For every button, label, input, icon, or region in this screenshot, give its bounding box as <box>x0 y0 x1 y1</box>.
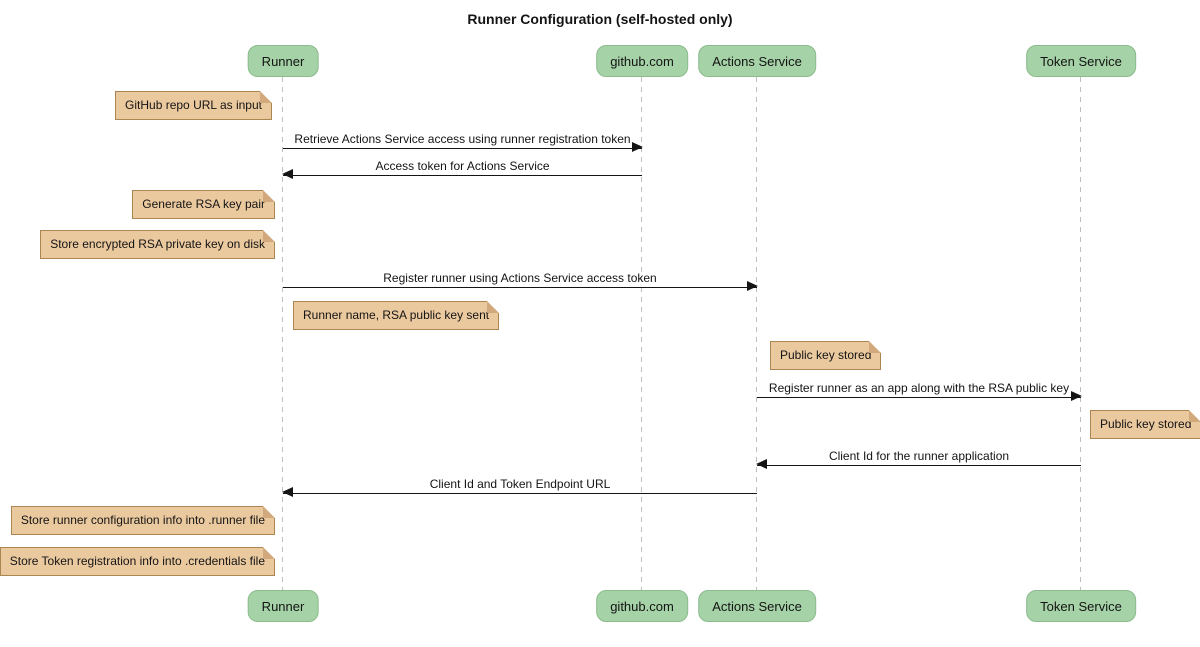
note-fold-corner <box>263 190 275 202</box>
participant-runner-bottom: Runner <box>247 590 319 622</box>
note-fold-corner <box>263 230 275 242</box>
note-fold-corner <box>487 301 500 313</box>
note-runner-name-sent: Runner name, RSA public key sent <box>293 301 500 330</box>
arrowhead-left-icon <box>756 459 767 469</box>
participant-runner-top: Runner <box>247 45 319 77</box>
arrowhead-right-icon <box>1071 391 1082 401</box>
message-register-runner: Register runner using Actions Service ac… <box>283 271 758 291</box>
message-label: Register runner using Actions Service ac… <box>383 271 657 285</box>
diagram-title: Runner Configuration (self-hosted only) <box>467 11 733 27</box>
participant-actions-service-bottom: Actions Service <box>698 590 816 622</box>
message-label: Access token for Actions Service <box>375 159 550 173</box>
arrowhead-right-icon <box>747 281 758 291</box>
note-github-repo-url: GitHub repo URL as input <box>115 91 272 120</box>
note-store-runner-file: Store runner configuration info into .ru… <box>10 506 275 535</box>
message-client-id: Client Id for the runner application <box>756 449 1081 469</box>
message-label: Client Id for the runner application <box>828 449 1010 463</box>
message-register-app: Register runner as an app along with the… <box>757 381 1082 401</box>
note-text: Store runner configuration info into .ru… <box>20 513 265 527</box>
note-text: Store encrypted RSA private key on disk <box>50 237 265 251</box>
note-store-credentials-file: Store Token registration info into .cred… <box>0 547 275 576</box>
lifeline-token-service <box>1080 77 1081 590</box>
participant-actions-service-top: Actions Service <box>698 45 816 77</box>
note-store-private-key: Store encrypted RSA private key on disk <box>40 230 275 259</box>
note-generate-rsa-key-pair: Generate RSA key pair <box>132 190 275 219</box>
message-line <box>757 397 1081 398</box>
note-fold-corner <box>869 341 882 353</box>
note-public-key-stored-actions: Public key stored <box>770 341 882 370</box>
note-text: Generate RSA key pair <box>142 197 265 211</box>
message-retrieve-actions-access: Retrieve Actions Service access using ru… <box>283 132 643 152</box>
participant-github-top: github.com <box>596 45 688 77</box>
participant-token-service-top: Token Service <box>1026 45 1136 77</box>
message-line <box>283 148 642 149</box>
note-public-key-stored-token: Public key stored <box>1090 410 1200 439</box>
message-client-id-endpoint: Client Id and Token Endpoint URL <box>282 477 757 497</box>
message-line <box>283 493 757 494</box>
note-text: Public key stored <box>780 348 872 362</box>
lifeline-actions-service <box>756 77 757 590</box>
message-line <box>283 287 757 288</box>
note-text: Runner name, RSA public key sent <box>303 308 490 322</box>
note-text: GitHub repo URL as input <box>125 98 262 112</box>
note-fold-corner <box>263 506 275 518</box>
note-fold-corner <box>260 91 272 103</box>
lifeline-github <box>641 77 642 590</box>
note-text: Store Token registration info into .cred… <box>9 554 265 568</box>
message-line <box>757 465 1081 466</box>
lifeline-runner <box>282 77 283 590</box>
message-label: Retrieve Actions Service access using ru… <box>294 132 631 146</box>
participant-token-service-bottom: Token Service <box>1026 590 1136 622</box>
message-line <box>283 175 642 176</box>
arrowhead-right-icon <box>632 142 643 152</box>
note-fold-corner <box>263 547 275 559</box>
arrowhead-left-icon <box>282 487 293 497</box>
participant-github-bottom: github.com <box>596 590 688 622</box>
note-text: Public key stored <box>1100 417 1192 431</box>
note-fold-corner <box>1189 410 1200 422</box>
message-label: Client Id and Token Endpoint URL <box>429 477 611 491</box>
message-label: Register runner as an app along with the… <box>768 381 1070 395</box>
arrowhead-left-icon <box>282 169 293 179</box>
message-access-token: Access token for Actions Service <box>282 159 642 179</box>
